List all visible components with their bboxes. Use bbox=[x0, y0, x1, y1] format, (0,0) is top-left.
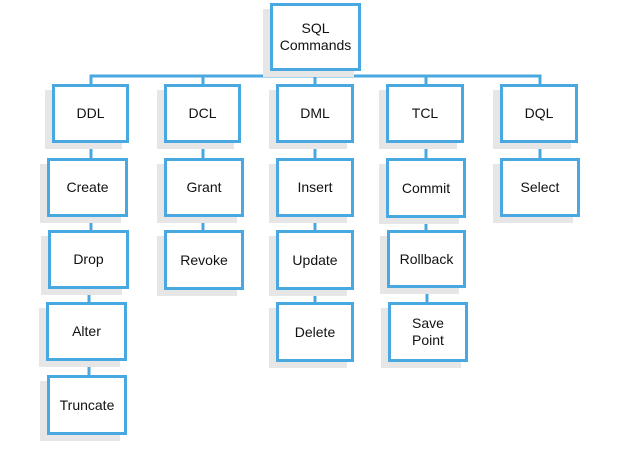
item-create: Create bbox=[47, 158, 128, 217]
item-save-point: Save Point bbox=[388, 302, 468, 362]
item-revoke: Revoke bbox=[164, 230, 244, 290]
category-dml: DML bbox=[276, 84, 354, 143]
item-delete: Delete bbox=[276, 302, 354, 362]
category-dcl: DCL bbox=[164, 84, 241, 143]
item-insert: Insert bbox=[276, 158, 354, 217]
item-commit: Commit bbox=[386, 158, 466, 218]
item-truncate: Truncate bbox=[47, 375, 127, 435]
root-label-line-1: SQL bbox=[301, 20, 330, 36]
root-node: SQL Commands bbox=[270, 3, 361, 71]
item-save-point-label: Save Point bbox=[412, 315, 444, 348]
item-alter: Alter bbox=[46, 302, 127, 361]
item-select: Select bbox=[500, 158, 580, 217]
item-update: Update bbox=[276, 230, 354, 290]
item-rollback: Rollback bbox=[387, 230, 466, 288]
category-tcl: TCL bbox=[386, 84, 464, 143]
item-drop: Drop bbox=[48, 230, 129, 289]
category-ddl: DDL bbox=[52, 84, 129, 143]
root-label-line-2: Commands bbox=[279, 37, 352, 53]
category-dql: DQL bbox=[500, 84, 578, 143]
item-grant: Grant bbox=[164, 158, 244, 217]
